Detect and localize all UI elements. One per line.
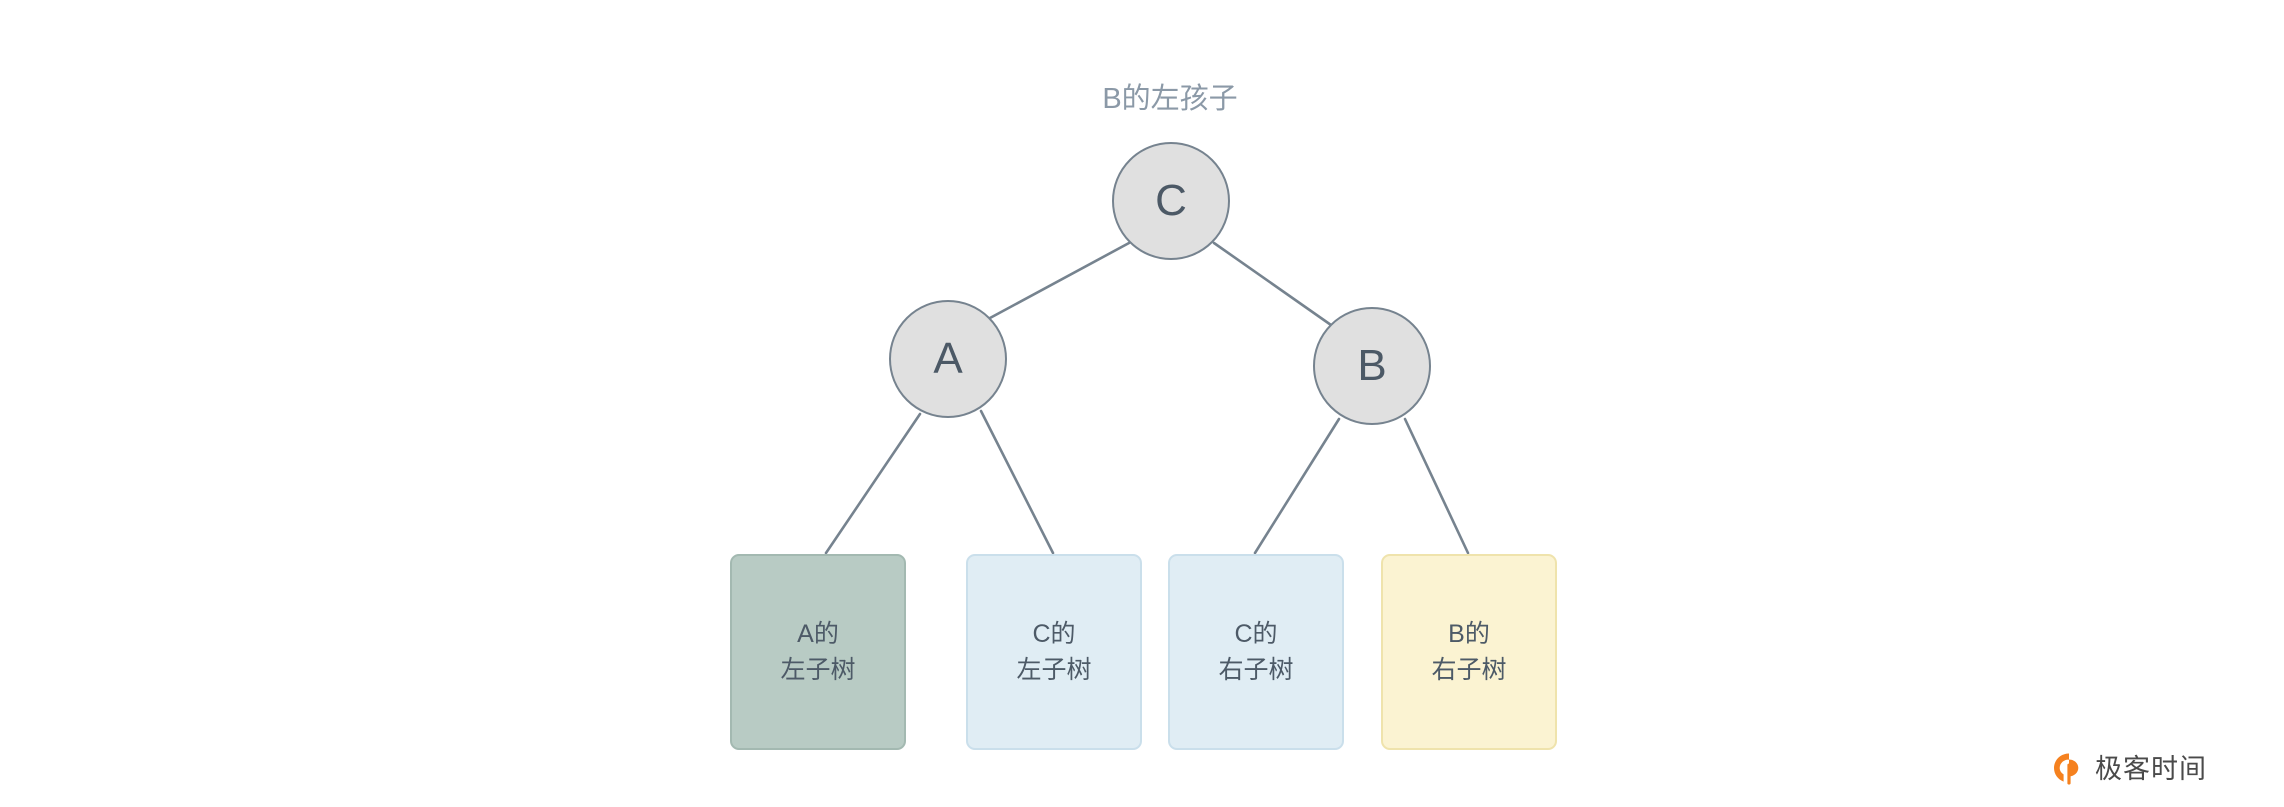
root-caption: B的左孩子 bbox=[1102, 83, 1238, 115]
subtree-box-c-left-label: C的 左子树 bbox=[1016, 619, 1092, 684]
edge-a-to-box-1 bbox=[979, 409, 1055, 555]
tree-node-b-label: B bbox=[1357, 341, 1387, 390]
subtree-box-c-right[interactable]: C的 右子树 bbox=[1168, 554, 1344, 750]
tree-node-a[interactable]: A bbox=[889, 300, 1007, 418]
geektime-logo-icon bbox=[2052, 752, 2086, 786]
watermark: 极客时间 bbox=[2052, 752, 2207, 786]
subtree-box-c-right-label: C的 右子树 bbox=[1218, 619, 1294, 684]
subtree-box-a-left[interactable]: A的 左子树 bbox=[730, 554, 906, 750]
edge-c-to-b bbox=[1212, 241, 1333, 327]
edge-a-to-box-0 bbox=[824, 412, 922, 555]
tree-node-b[interactable]: B bbox=[1313, 307, 1431, 425]
subtree-box-b-right-label: B的 右子树 bbox=[1431, 619, 1507, 684]
subtree-box-b-right[interactable]: B的 右子树 bbox=[1381, 554, 1557, 750]
tree-node-c-label: C bbox=[1155, 176, 1187, 225]
edge-b-to-box-2 bbox=[1253, 417, 1341, 555]
edge-b-to-box-3 bbox=[1403, 417, 1470, 555]
edge-c-to-a bbox=[988, 241, 1131, 320]
watermark-text: 极客时间 bbox=[2095, 753, 2207, 784]
tree-node-c[interactable]: C bbox=[1112, 142, 1230, 260]
tree-node-a-label: A bbox=[933, 334, 963, 383]
subtree-box-a-left-label: A的 左子树 bbox=[780, 619, 856, 684]
subtree-box-c-left[interactable]: C的 左子树 bbox=[966, 554, 1142, 750]
